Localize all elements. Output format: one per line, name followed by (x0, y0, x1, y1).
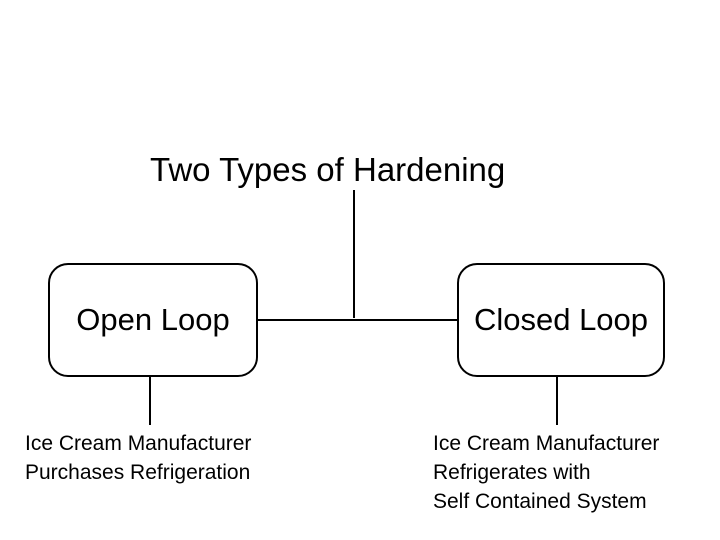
diagram-title: Two Types of Hardening (150, 151, 506, 188)
closed-loop-label: Closed Loop (473, 302, 649, 337)
closed-loop-description: Ice Cream Manufacturer Refrigerates with… (433, 429, 659, 516)
description-line: Ice Cream Manufacturer (433, 432, 660, 455)
open-loop-node: Open Loop (48, 263, 258, 377)
open-loop-label: Open Loop (76, 302, 230, 337)
description-line: Self Contained System (433, 490, 647, 513)
description-line: Purchases Refrigeration (25, 461, 251, 484)
description-line: Refrigerates with (433, 461, 591, 484)
closed-loop-node: Closed Loop (457, 263, 665, 377)
open-loop-description: Ice Cream Manufacturer Purchases Refrige… (25, 429, 251, 487)
description-line: Ice Cream Manufacturer (25, 432, 252, 455)
